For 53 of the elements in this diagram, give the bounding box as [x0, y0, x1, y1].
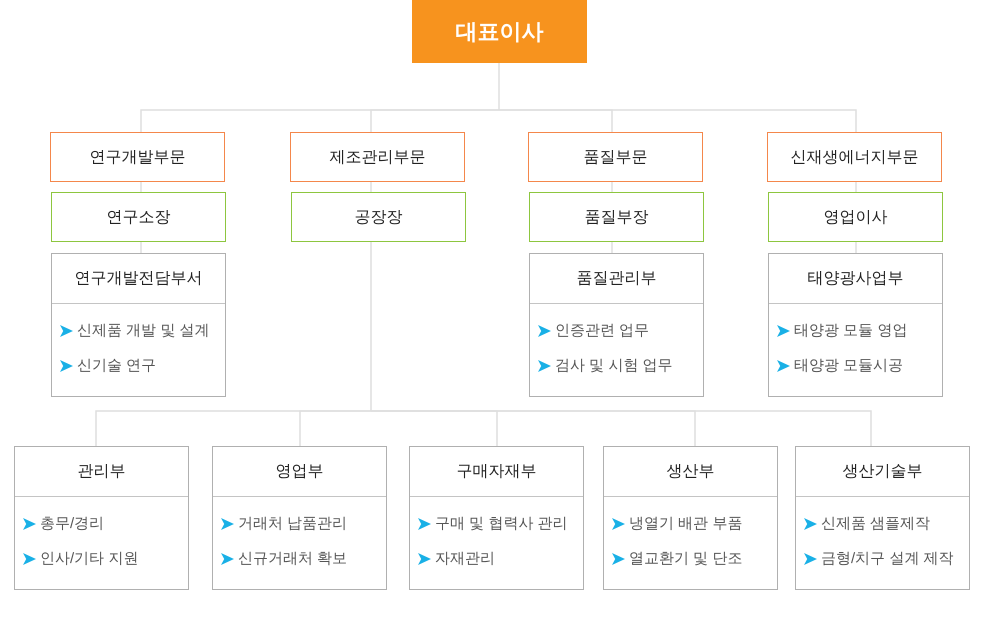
- manager-box: 연구소장: [51, 192, 226, 242]
- department-heading: 구매자재부: [456, 462, 536, 482]
- department-heading: 품질관리부: [576, 269, 656, 289]
- connector-line: [370, 182, 372, 192]
- connector-line: [140, 242, 142, 253]
- ceo-box: 대표이사: [412, 0, 587, 63]
- department-box: [14, 446, 189, 590]
- list-item: 금형/치구 설계 제작: [821, 549, 954, 569]
- division-box: 제조관리부문: [290, 132, 465, 182]
- division-box: 품질부문: [528, 132, 703, 182]
- connector-line: [611, 242, 613, 253]
- division-box: 신재생에너지부문: [767, 132, 942, 182]
- list-item: 총무/경리: [40, 514, 104, 534]
- connector-line: [611, 182, 613, 192]
- department-heading: 생산기술부: [842, 462, 922, 482]
- list-item: 신제품 샘플제작: [821, 514, 930, 534]
- list-item: 태양광 모듈 영업: [794, 321, 908, 341]
- connector-line: [855, 182, 857, 192]
- list-item: 구매 및 협력사 관리: [435, 514, 568, 534]
- connector-line: [370, 242, 372, 411]
- list-item: 신기술 연구: [77, 356, 156, 376]
- list-item: 자재관리: [435, 549, 495, 569]
- department-box: [603, 446, 778, 590]
- list-item: 냉열기 배관 부품: [629, 514, 742, 534]
- department-box: [768, 253, 943, 397]
- connector-line: [498, 63, 500, 110]
- department-heading: 영업부: [276, 462, 324, 482]
- department-box: [795, 446, 970, 590]
- connector-line: [499, 109, 857, 132]
- department-heading: 연구개발전담부서: [74, 269, 202, 289]
- list-item: 열교환기 및 단조: [629, 549, 742, 569]
- list-item: 거래처 납품관리: [238, 514, 348, 534]
- department-heading: 생산부: [666, 462, 714, 482]
- manager-box: 품질부장: [529, 192, 704, 242]
- list-item: 태양광 모듈시공: [794, 356, 904, 376]
- manager-box: 영업이사: [768, 192, 943, 242]
- list-item: 인사/기타 지원: [40, 549, 138, 569]
- connector-line: [370, 109, 499, 132]
- department-heading: 관리부: [78, 462, 126, 482]
- list-item: 인증관련 업무: [555, 321, 650, 341]
- division-box: 연구개발부문: [50, 132, 225, 182]
- list-item: 검사 및 시험 업무: [555, 356, 673, 376]
- department-box: [51, 253, 226, 397]
- list-item: 신제품 개발 및 설계: [77, 321, 210, 341]
- connector-line: [299, 410, 371, 446]
- department-box: [529, 253, 704, 397]
- manager-box: 공장장: [291, 192, 466, 242]
- connector-line: [140, 182, 142, 192]
- department-box: [212, 446, 387, 590]
- department-heading: 태양광사업부: [808, 269, 904, 289]
- list-item: 신규거래처 확보: [238, 549, 348, 569]
- connector-line: [855, 242, 857, 253]
- department-box: [409, 446, 584, 590]
